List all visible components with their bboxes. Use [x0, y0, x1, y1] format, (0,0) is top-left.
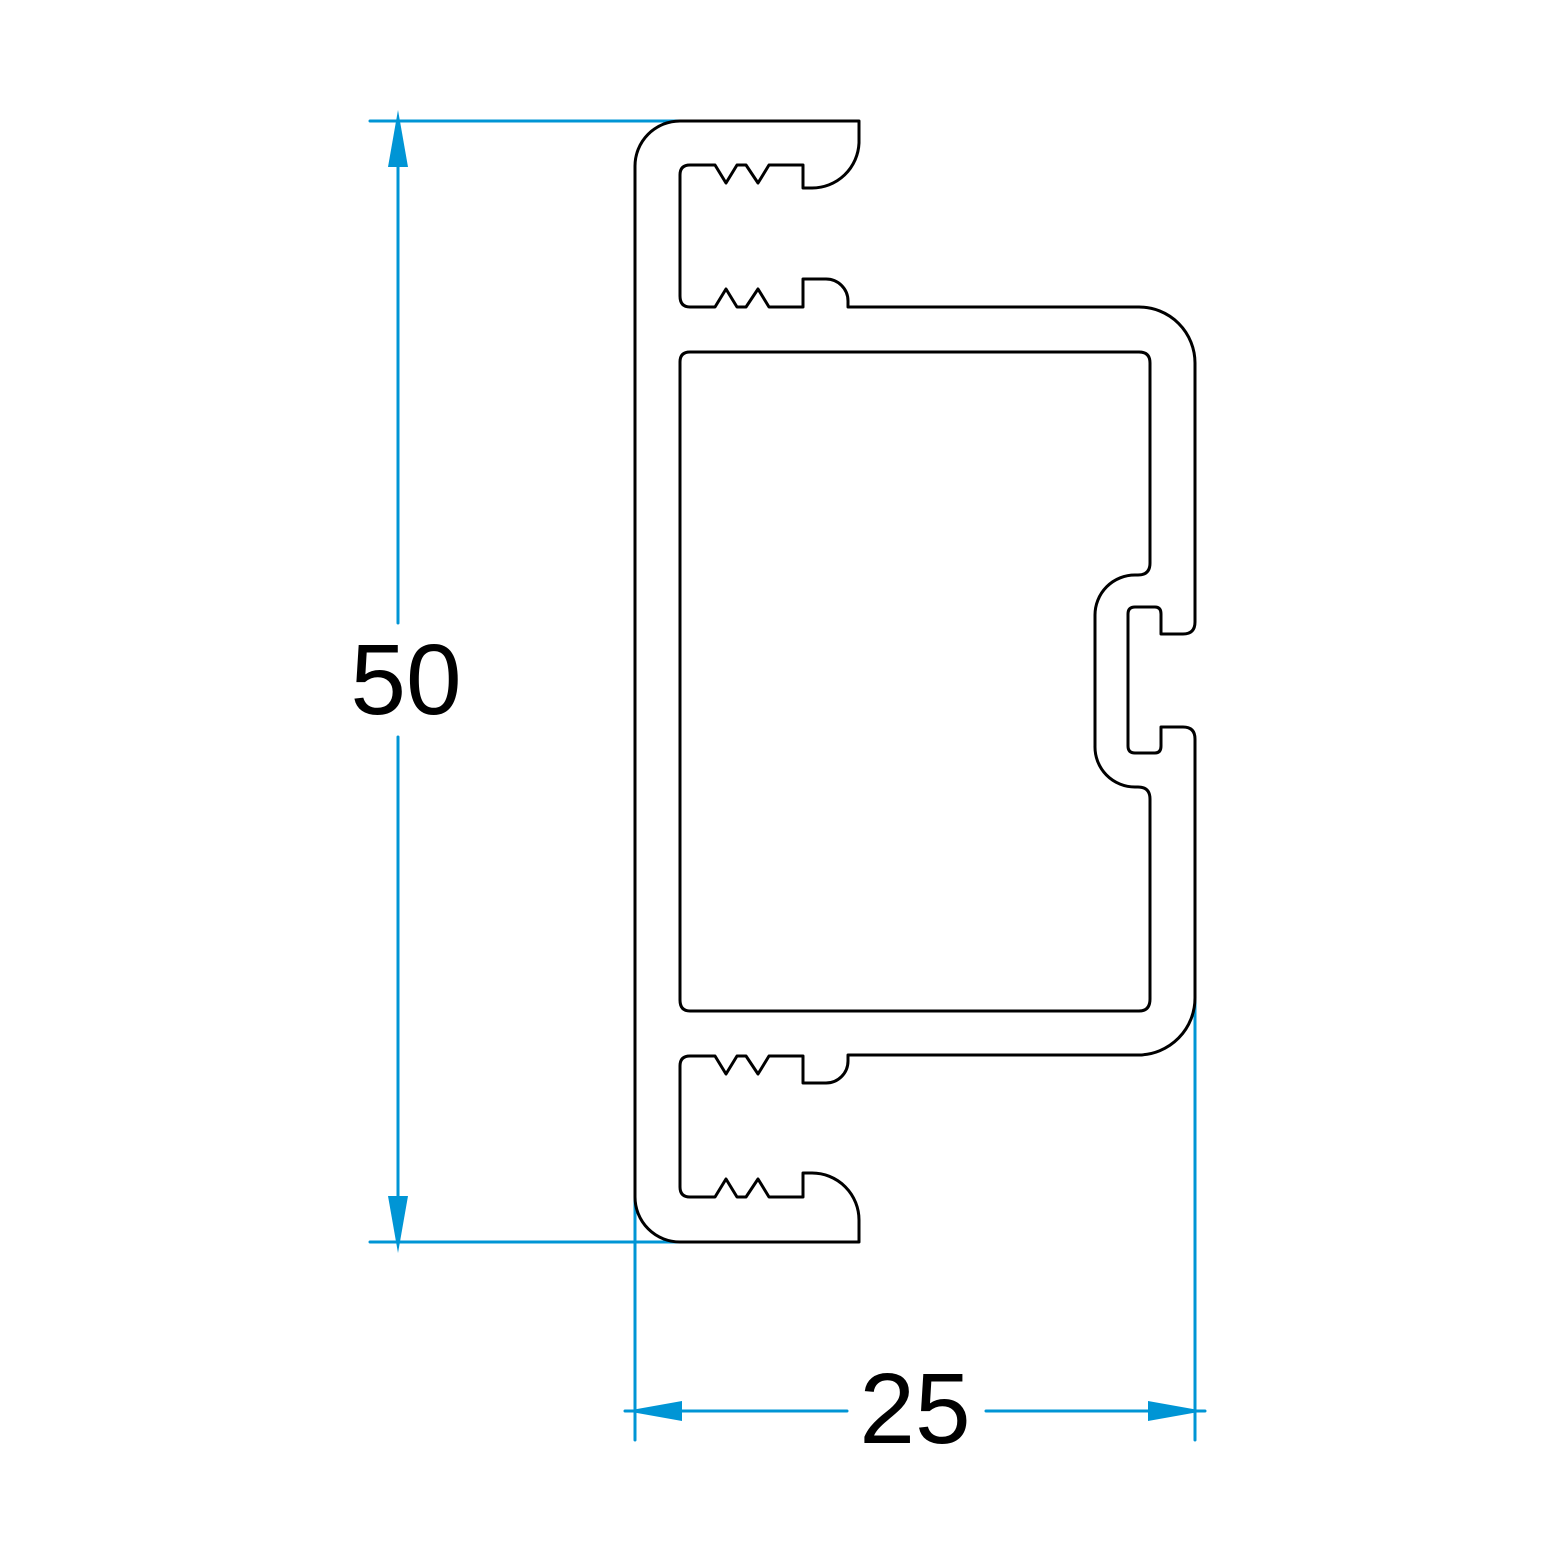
- width-dimension-label: 25: [859, 1353, 970, 1465]
- height-dimension-label: 50: [350, 624, 461, 736]
- arrow-right-icon: [1148, 1401, 1204, 1421]
- arrow-down-icon: [388, 1196, 408, 1253]
- height-dimension: 50: [350, 110, 682, 1253]
- profile-inner-cavity: [678, 350, 1152, 1013]
- width-dimension: 25: [623, 998, 1207, 1465]
- profile-outer-contour: [633, 119, 1197, 1244]
- arrow-left-icon: [626, 1401, 682, 1421]
- arrow-up-icon: [388, 110, 408, 167]
